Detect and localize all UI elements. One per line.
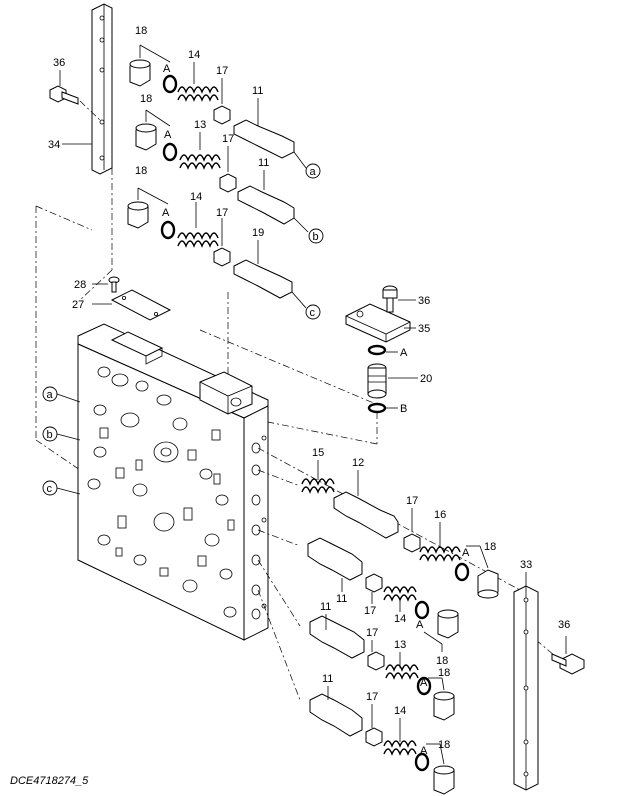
label-A-r2: A [164, 129, 172, 141]
label-17-r3: 17 [216, 207, 228, 219]
label-17-r2: 17 [222, 133, 234, 145]
plate-35 [345, 303, 411, 343]
label-36-left: 36 [53, 57, 65, 69]
label-18-lower-4: 18 [438, 739, 450, 751]
label-17-lower-4: 17 [366, 691, 378, 703]
label-18-lower-3: 18 [438, 667, 450, 679]
valve-row-2 [135, 123, 295, 225]
valve-row-lower-4 [309, 693, 455, 795]
valve-body [77, 323, 269, 641]
label-17-r1: 17 [216, 65, 228, 77]
label-18-r2: 18 [140, 93, 152, 105]
label-18-r3: 18 [135, 165, 147, 177]
label-14-r3: 14 [190, 191, 202, 203]
valve-row-lower-2 [307, 537, 459, 639]
label-19-r3: 19 [252, 227, 264, 239]
label-20: 20 [420, 373, 432, 385]
label-35: 35 [418, 323, 430, 335]
label-A-r1: A [163, 63, 171, 75]
label-11-r1: 11 [252, 85, 263, 97]
drawing-code: DCE4718274_5 [10, 775, 89, 787]
label-36-right: 36 [558, 619, 570, 631]
label-11-lower-3: 11 [320, 601, 331, 613]
valve-20 [367, 363, 387, 399]
label-34: 34 [48, 139, 60, 151]
label-12: 12 [352, 457, 364, 469]
label-18-r1: 18 [135, 25, 147, 37]
plate-34 [91, 3, 113, 175]
bolt-36-left [49, 85, 79, 105]
valve-row-3 [127, 201, 293, 299]
valve-row-1 [129, 59, 295, 159]
label-18-lower-1: 18 [484, 541, 496, 553]
callout-circle-a-top [305, 163, 321, 179]
label-A-r3: A [162, 207, 170, 219]
label-15: 15 [312, 447, 324, 459]
label-33: 33 [520, 559, 532, 571]
label-11-r2: 11 [258, 157, 269, 169]
label-11-lower-4: 11 [322, 673, 333, 685]
label-11-lower-2: 11 [336, 593, 347, 605]
label-18-lower-2: 18 [436, 655, 448, 667]
cover-27 [110, 289, 172, 321]
label-27: 27 [72, 299, 84, 311]
callout-circle-b-top [308, 228, 324, 244]
label-28: 28 [74, 279, 86, 291]
oring-B-20 [367, 402, 387, 414]
label-13-r2: 13 [194, 119, 206, 131]
callout-a-top: a [310, 166, 317, 178]
oring-A-20 [367, 344, 387, 356]
plate-33 [513, 585, 539, 791]
callout-b-top: b [313, 231, 319, 243]
callout-a-body: a [47, 389, 54, 401]
label-B-20: B [400, 403, 407, 415]
label-A-lower-4: A [420, 745, 428, 757]
callout-c-body: c [47, 483, 53, 495]
label-A-20: A [400, 347, 408, 359]
label-17-lower-3: 17 [366, 627, 378, 639]
label-16: 16 [434, 509, 446, 521]
label-A-lower-3: A [420, 677, 428, 689]
label-14-lower-4: 14 [394, 705, 406, 717]
label-A-lower-1: A [462, 547, 470, 559]
label-14-lower-2: 14 [394, 613, 406, 625]
valve-row-lower-3 [309, 615, 455, 721]
callout-b-body: b [47, 429, 53, 441]
bolt-36-mid [382, 285, 398, 313]
label-A-lower-2: A [416, 619, 424, 631]
bolt-36-right [551, 653, 585, 675]
label-13-lower-3: 13 [394, 639, 406, 651]
label-17-lower-2: 17 [364, 605, 376, 617]
label-36-mid: 36 [418, 295, 430, 307]
screw-28 [108, 276, 120, 293]
callout-circle-c-top [305, 304, 321, 320]
callout-c-top: c [310, 307, 316, 319]
valve-row-lower-1 [301, 478, 499, 599]
label-14-r1: 14 [188, 49, 200, 61]
label-17-lower-1: 17 [406, 495, 418, 507]
